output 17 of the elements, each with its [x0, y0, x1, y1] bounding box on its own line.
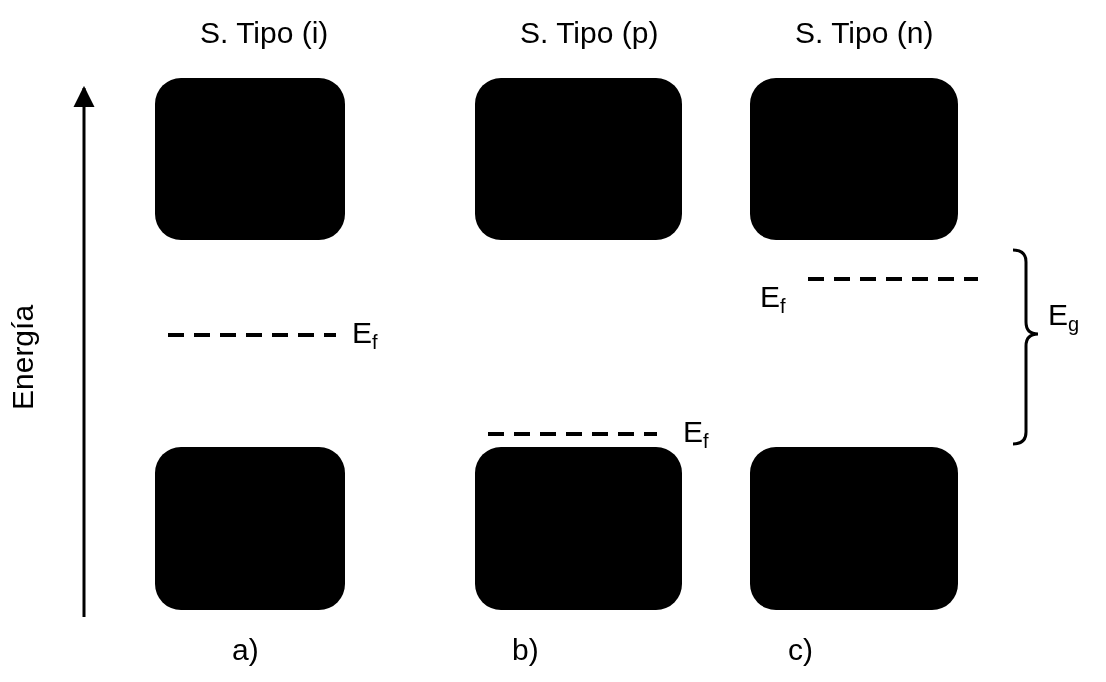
- band-block: [155, 447, 345, 610]
- panel-letter: b): [512, 635, 539, 665]
- band-gap-label: E$_{g}$: [1048, 300, 1080, 334]
- band-block: [475, 78, 682, 240]
- fermi-level-label: E$_{f}$: [352, 318, 378, 352]
- band-block: [750, 447, 958, 610]
- band-block: [475, 447, 682, 610]
- panel-title: S. Tipo (i): [200, 18, 329, 48]
- panel-title: S. Tipo (n): [795, 18, 934, 48]
- panel-letter: a): [232, 635, 259, 665]
- band-block: [155, 78, 345, 240]
- panel-title: S. Tipo (p): [520, 18, 659, 48]
- fermi-level-label: E$_{f}$: [760, 282, 786, 316]
- band-block: [750, 78, 958, 240]
- fermi-level-label: E$_{f}$: [683, 417, 709, 451]
- axis-label: Energía: [8, 304, 38, 410]
- panel-letter: c): [788, 635, 813, 665]
